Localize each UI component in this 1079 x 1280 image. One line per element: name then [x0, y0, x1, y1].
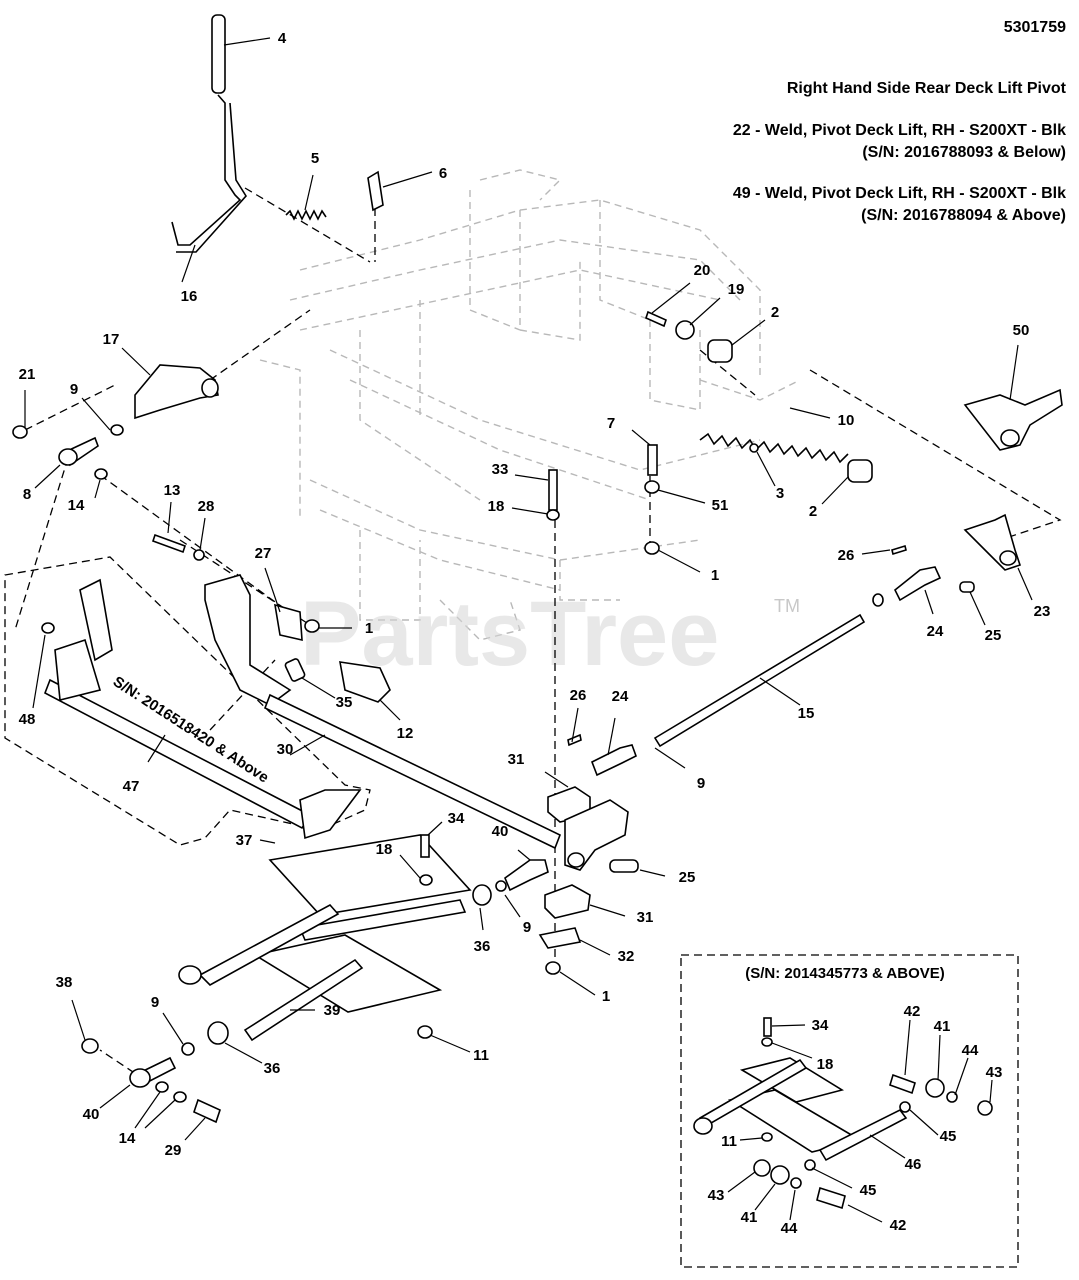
callout-16: 16	[181, 288, 198, 305]
callout-2-a: 2	[771, 304, 779, 321]
callout-9-a: 9	[70, 381, 78, 398]
doc-number: 5301759	[1004, 19, 1066, 36]
callout-15: 15	[798, 705, 815, 722]
inset-serial-label: (S/N: 2014345773 & ABOVE)	[745, 965, 945, 982]
callout-9-c: 9	[523, 919, 531, 936]
callout-45-a: 45	[940, 1128, 957, 1145]
callout-21: 21	[19, 366, 36, 383]
callout-50: 50	[1013, 322, 1030, 339]
callout-8: 8	[23, 486, 31, 503]
callout-27: 27	[255, 545, 272, 562]
callout-9-b: 9	[697, 775, 705, 792]
callout-43-b: 43	[708, 1187, 725, 1204]
callout-43-a: 43	[986, 1064, 1003, 1081]
callout-40-a: 40	[492, 823, 509, 840]
callout-48: 48	[19, 711, 36, 728]
callout-37: 37	[236, 832, 253, 849]
callout-31-b: 31	[637, 909, 654, 926]
callout-2-b: 2	[809, 503, 817, 520]
parts	[12, 14, 1063, 1124]
callout-26-a: 26	[838, 547, 855, 564]
callout-29: 29	[165, 1142, 182, 1159]
callout-19: 19	[728, 281, 745, 298]
callout-4: 4	[278, 30, 287, 47]
callout-36-a: 36	[474, 938, 491, 955]
callout-46: 46	[905, 1156, 922, 1173]
callout-11-a: 11	[473, 1047, 489, 1064]
callout-25-b: 25	[679, 869, 696, 886]
callout-44-b: 44	[781, 1220, 798, 1237]
note-item49-line2: (S/N: 2016788094 & Above)	[861, 207, 1066, 224]
callout-24-b: 24	[612, 688, 629, 705]
callout-31-a: 31	[508, 751, 525, 768]
callout-10: 10	[838, 412, 855, 429]
callout-35: 35	[336, 694, 353, 711]
callout-36-b: 36	[264, 1060, 281, 1077]
callout-3: 3	[776, 485, 784, 502]
callout-9-d: 9	[151, 994, 159, 1011]
callout-20: 20	[694, 262, 711, 279]
callout-1-c: 1	[602, 988, 610, 1005]
callout-13: 13	[164, 482, 181, 499]
callout-30: 30	[277, 741, 294, 758]
callout-6: 6	[439, 165, 447, 182]
note-item49-line1: 49 - Weld, Pivot Deck Lift, RH - S200XT …	[733, 185, 1066, 202]
callout-42-a: 42	[904, 1003, 921, 1020]
callout-38: 38	[56, 974, 73, 991]
header-notes: 5301759 Right Hand Side Rear Deck Lift P…	[733, 19, 1067, 224]
note-title: Right Hand Side Rear Deck Lift Pivot	[787, 80, 1067, 97]
ghost-frame	[259, 169, 801, 641]
note-item22-line2: (S/N: 2016788093 & Below)	[862, 144, 1066, 161]
callout-7: 7	[607, 415, 615, 432]
callout-41-b: 41	[741, 1209, 758, 1226]
callout-11-inset: 11	[721, 1133, 737, 1150]
callout-24-a: 24	[927, 623, 944, 640]
callout-34-inset: 34	[812, 1017, 829, 1034]
callout-18-b: 18	[376, 841, 393, 858]
callout-12: 12	[397, 725, 414, 742]
callout-labels: 4 5 6 16 17 21 9 8 14 13 28 27 1 20 19 2…	[19, 30, 1051, 1237]
callout-39: 39	[324, 1002, 341, 1019]
callout-5: 5	[311, 150, 319, 167]
inset-group: (S/N: 2014345773 & ABOVE)	[680, 954, 1019, 1268]
handle-grip	[211, 14, 226, 94]
callout-18-a: 18	[488, 498, 505, 515]
callout-14-a: 14	[68, 497, 85, 514]
callout-18-inset: 18	[817, 1056, 834, 1073]
callout-34: 34	[448, 810, 465, 827]
callout-45-b: 45	[860, 1182, 877, 1199]
callout-23: 23	[1034, 603, 1051, 620]
callout-17: 17	[103, 331, 120, 348]
callout-42-b: 42	[890, 1217, 907, 1234]
callout-44-a: 44	[962, 1042, 979, 1059]
callout-40-b: 40	[83, 1106, 100, 1123]
callout-26-b: 26	[570, 687, 587, 704]
watermark-tm: TM	[774, 596, 800, 616]
callout-25-a: 25	[985, 627, 1002, 644]
leader-lines	[24, 37, 1033, 1223]
callout-41-a: 41	[934, 1018, 951, 1035]
callout-14-b: 14	[119, 1130, 136, 1147]
callout-28: 28	[198, 498, 215, 515]
callout-1-b: 1	[711, 567, 719, 584]
callout-51: 51	[712, 497, 729, 514]
callout-47: 47	[123, 778, 140, 795]
callout-32: 32	[618, 948, 635, 965]
note-item22-line1: 22 - Weld, Pivot Deck Lift, RH - S200XT …	[733, 122, 1066, 139]
callout-33: 33	[492, 461, 509, 478]
callout-1-a: 1	[365, 620, 373, 637]
